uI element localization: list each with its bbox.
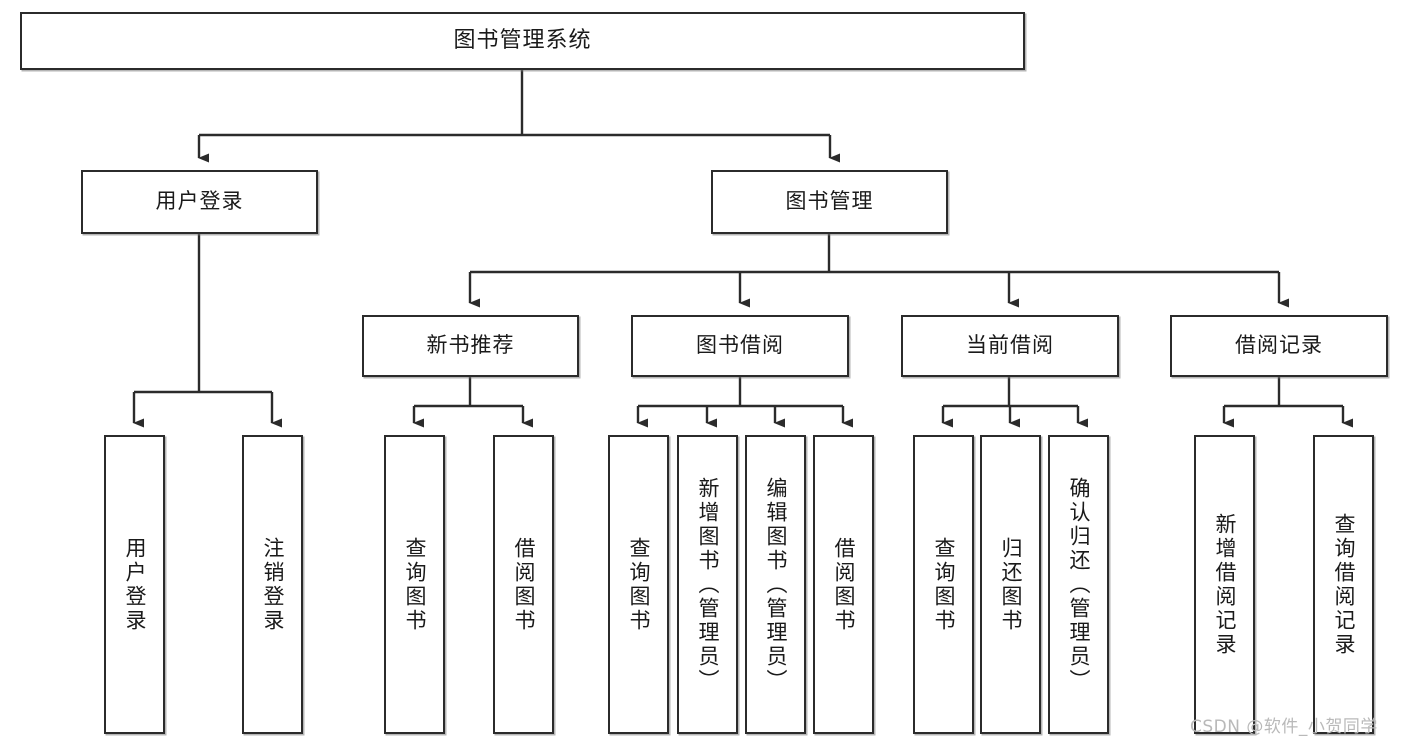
leaf-record-query-record[interactable]: 查询借阅记录 <box>1313 435 1374 734</box>
leaf-borrow-query-book[interactable]: 查询图书 <box>608 435 669 734</box>
node-root-system[interactable]: 图书管理系统 <box>20 12 1025 70</box>
node-new-book-recommend[interactable]: 新书推荐 <box>362 315 579 377</box>
leaf-current-confirm-return-admin[interactable]: 确认归还（管理员） <box>1048 435 1109 734</box>
leaf-current-return-book[interactable]: 归还图书 <box>980 435 1041 734</box>
leaf-borrow-edit-book-admin[interactable]: 编辑图书（管理员） <box>745 435 806 734</box>
leaf-current-query-book[interactable]: 查询图书 <box>913 435 974 734</box>
leaf-user-login-logout[interactable]: 注销登录 <box>242 435 303 734</box>
node-current-borrow[interactable]: 当前借阅 <box>901 315 1119 377</box>
leaf-borrow-borrow-book[interactable]: 借阅图书 <box>813 435 874 734</box>
leaf-borrow-add-book-admin[interactable]: 新增图书（管理员） <box>677 435 738 734</box>
leaf-recommend-query-book[interactable]: 查询图书 <box>384 435 445 734</box>
node-borrow-record[interactable]: 借阅记录 <box>1170 315 1388 377</box>
leaf-record-add-record[interactable]: 新增借阅记录 <box>1194 435 1255 734</box>
node-book-management[interactable]: 图书管理 <box>711 170 948 234</box>
watermark-text: CSDN @软件_小贺同学 <box>1190 717 1378 737</box>
leaf-user-login-login[interactable]: 用户登录 <box>104 435 165 734</box>
node-book-borrow[interactable]: 图书借阅 <box>631 315 849 377</box>
node-user-login[interactable]: 用户登录 <box>81 170 318 234</box>
leaf-recommend-borrow-book[interactable]: 借阅图书 <box>493 435 554 734</box>
